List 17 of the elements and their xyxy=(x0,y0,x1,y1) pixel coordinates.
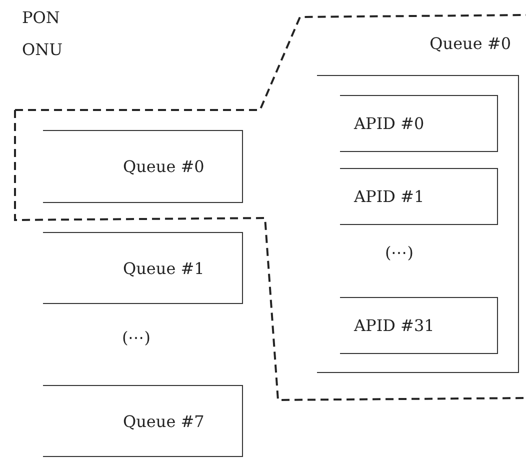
container-title: Queue #0 xyxy=(430,34,511,53)
box-label: Queue #0 xyxy=(123,157,204,176)
box-label: Queue #7 xyxy=(123,412,204,430)
ellipsis-text: (⋯) xyxy=(122,328,150,347)
apid-box xyxy=(340,168,498,225)
ellipsis-text: (⋯) xyxy=(385,243,414,262)
box-label: APID #0 xyxy=(354,114,424,133)
caption-text: ONU xyxy=(22,40,63,59)
queue-box xyxy=(43,130,243,203)
queue-box xyxy=(43,232,243,304)
apid-box xyxy=(340,95,498,152)
queue-box xyxy=(43,385,243,457)
box-label: Queue #1 xyxy=(123,258,204,278)
caption-text: PON xyxy=(22,8,60,27)
box-label: APID #31 xyxy=(354,316,434,335)
apid-box xyxy=(340,297,498,354)
box-label: APID #1 xyxy=(354,187,424,206)
